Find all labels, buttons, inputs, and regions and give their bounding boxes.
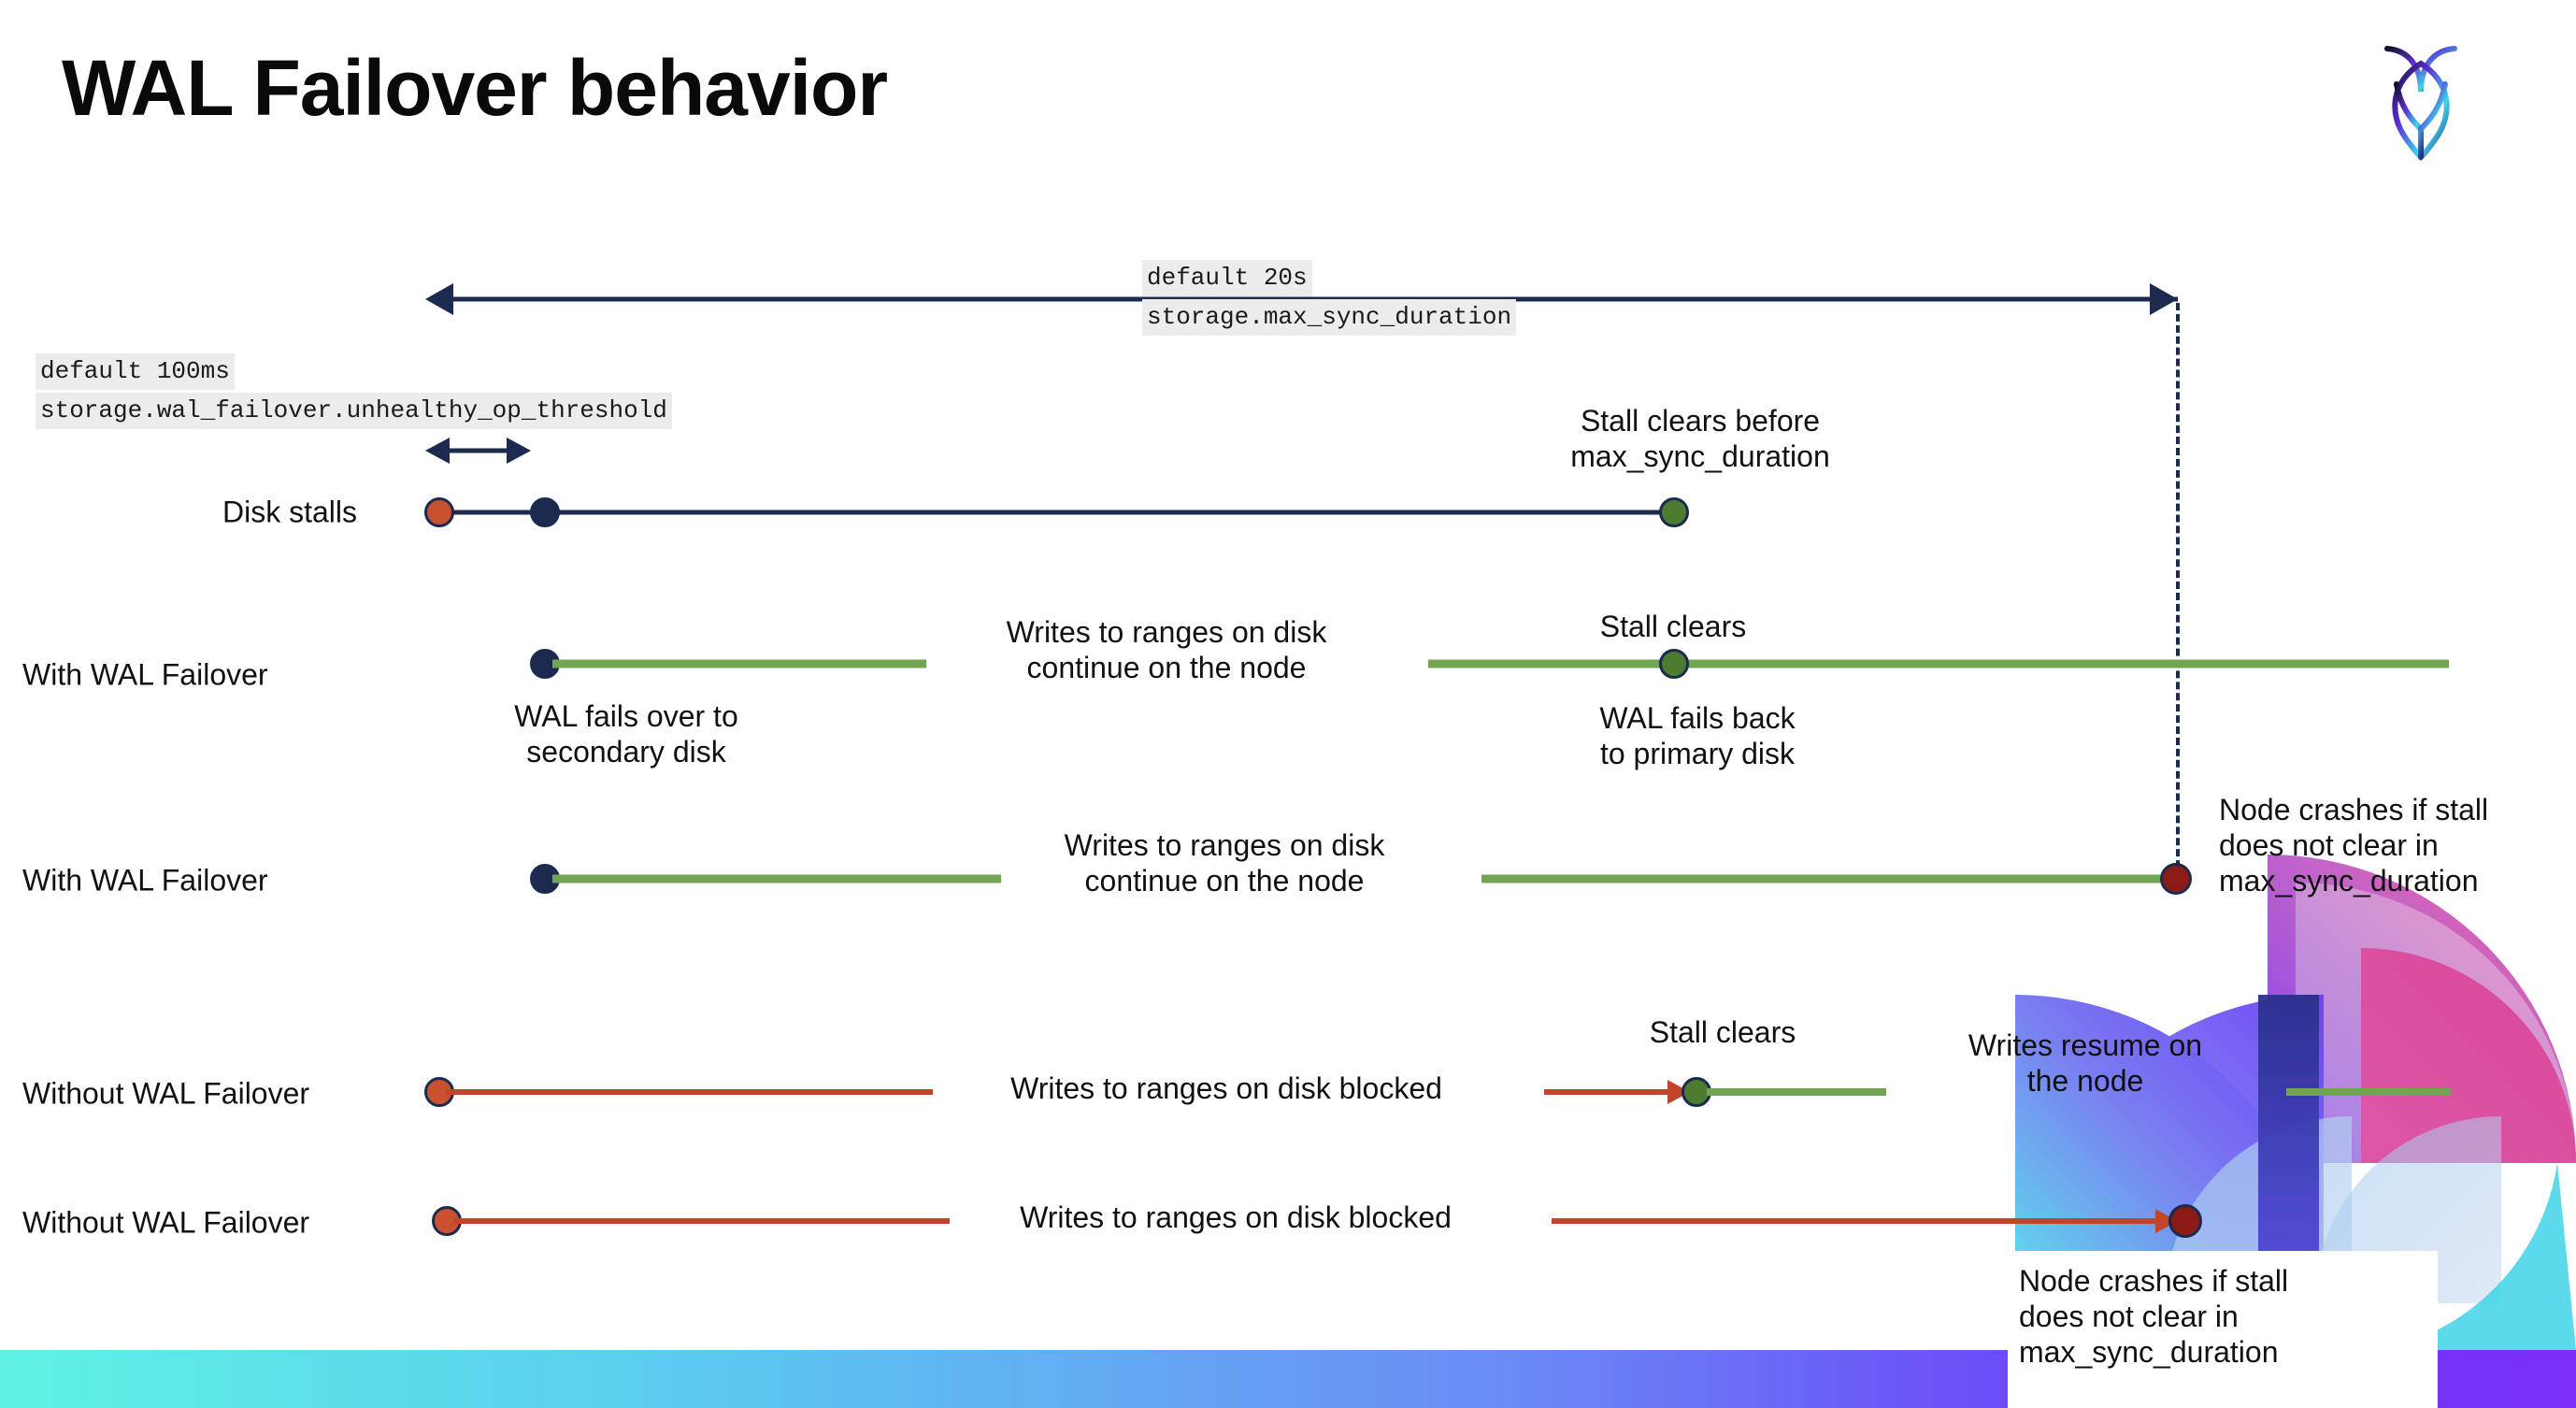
node-crash-dot-1 <box>2160 863 2192 895</box>
with-wal-failover-line-right-2 <box>1481 874 2176 884</box>
wal-failover-trigger-dot <box>530 497 560 527</box>
note-writes-blocked-1: Writes to ranges on disk blocked <box>1010 1071 1442 1105</box>
note-node-crashes-1: Node crashes if stall does not clear in … <box>2219 793 2489 898</box>
max-sync-default-label: default 20s <box>1142 260 1312 297</box>
stall-clears-dot-2 <box>1682 1077 1711 1107</box>
row-label-disk-stalls: Disk stalls <box>222 495 358 529</box>
cockroachdb-logo-icon <box>2368 26 2473 166</box>
page-title: WAL Failover behavior <box>62 44 888 132</box>
row-label-without-wal-failover-1: Without WAL Failover <box>22 1076 310 1111</box>
max-sync-arrow-right-head <box>2150 283 2178 315</box>
disk-stall-clears-dot <box>1659 497 1689 527</box>
unhealthy-op-arrow-left-head <box>425 438 450 464</box>
row-label-with-wal-failover-1: With WAL Failover <box>22 657 268 692</box>
stall-clears-dot-1 <box>1659 649 1689 679</box>
without-wal-failover-line-left-2 <box>454 1218 950 1224</box>
note-writes-continue-2: Writes to ranges on disk continue on the… <box>1064 828 1385 898</box>
row-label-with-wal-failover-2: With WAL Failover <box>22 863 268 898</box>
note-wal-fails-over: WAL fails over to secondary disk <box>514 699 738 769</box>
note-stall-clears-2: Stall clears <box>1649 1015 1796 1049</box>
writes-resume-line-1 <box>1707 1088 1886 1096</box>
unhealthy-op-arrow-right-head <box>507 438 531 464</box>
note-writes-blocked-2: Writes to ranges on disk blocked <box>1020 1200 1452 1234</box>
note-node-crashes-2: Node crashes if stall does not clear in … <box>2019 1264 2289 1369</box>
unhealthy-op-default-label: default 100ms <box>36 353 235 391</box>
with-wal-failover-line-left-1 <box>552 659 926 668</box>
note-stall-clears-1: Stall clears <box>1599 610 1747 643</box>
unhealthy-op-setting-name: storage.wal_failover.unhealthy_op_thresh… <box>36 393 672 430</box>
without-wal-failover-line-mid-2 <box>1552 1218 2155 1224</box>
note-writes-resume: Writes resume on the node <box>1968 1028 2203 1098</box>
node-crash-callout-box <box>2008 1251 2438 1408</box>
max-sync-arrow-left-head <box>425 283 453 315</box>
disk-stalls-line <box>439 510 1675 515</box>
max-sync-setting-name: storage.max_sync_duration <box>1142 299 1517 337</box>
note-stall-clears-before: Stall clears before max_sync_duration <box>1570 404 1830 473</box>
max-sync-boundary-dashed-line <box>2176 303 2180 879</box>
note-wal-fails-back: WAL fails back to primary disk <box>1599 701 1796 770</box>
row-label-without-wal-failover-2: Without WAL Failover <box>22 1205 310 1240</box>
without-wal-failover-line-mid-1 <box>1544 1089 1667 1095</box>
unhealthy-op-arrow-line <box>450 448 507 453</box>
with-wal-failover-line-right-1 <box>1428 659 2449 668</box>
note-writes-continue-1: Writes to ranges on disk continue on the… <box>1006 615 1327 684</box>
with-wal-failover-line-left-2 <box>552 874 1001 884</box>
writes-resume-line-2 <box>2286 1088 2451 1096</box>
disk-stall-start-dot <box>424 497 454 527</box>
without-wal-failover-line-left-1 <box>447 1089 933 1095</box>
node-crash-dot-2 <box>2168 1204 2202 1238</box>
